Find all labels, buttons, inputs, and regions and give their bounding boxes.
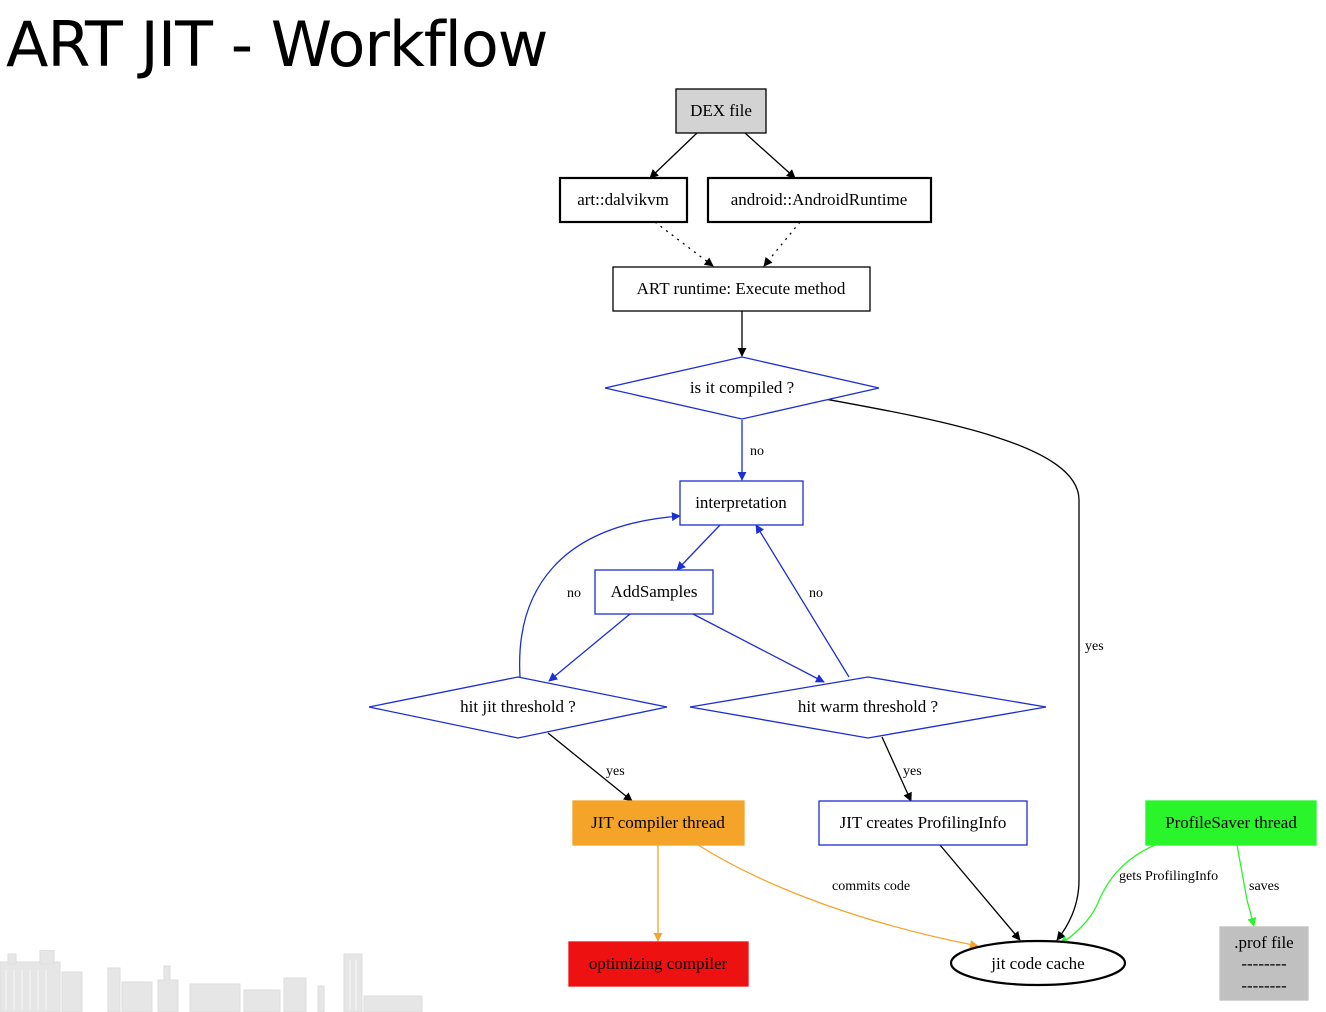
svg-text:art::dalvikvm: art::dalvikvm [577,190,669,209]
node-is-compiled: is it compiled ? [604,356,880,420]
svg-text:JIT creates ProfilingInfo: JIT creates ProfilingInfo [840,813,1007,832]
edge-is-compiled-yes [824,398,1080,941]
node-dalvikvm: art::dalvikvm [558,176,689,224]
node-interpretation: interpretation [679,480,804,526]
edge-commits-code [697,844,979,949]
node-hit-jit-threshold: hit jit threshold ? [368,676,668,739]
node-jit-compiler-thread: JIT compiler thread [572,800,745,846]
label-yes-compiled: yes [1085,639,1104,654]
edge-jit-threshold-yes [547,732,633,802]
node-prof-file: .prof file -------- -------- [1219,926,1309,1001]
svg-text:interpretation: interpretation [695,493,787,512]
svg-text:hit jit threshold ?: hit jit threshold ? [460,697,576,716]
edge-labels: no yes no no yes yes commits code gets P… [567,444,1279,894]
edge-add-samples-to-warm-threshold [692,613,825,683]
edge-warm-threshold-yes [881,736,912,802]
edge-add-samples-to-jit-threshold [548,613,631,682]
label-no-jit: no [567,586,581,601]
label-commits-code: commits code [832,879,910,894]
edge-profiling-info-to-cache [939,844,1021,941]
node-execute-method: ART runtime: Execute method [612,266,871,312]
label-yes-jit: yes [606,764,625,779]
svg-text:ART runtime: Execute method: ART runtime: Execute method [637,279,846,298]
edge-dex-to-android-runtime [744,132,796,179]
node-android-runtime: android::AndroidRuntime [706,176,933,224]
svg-text:DEX file: DEX file [690,101,752,120]
edge-gets-profiling-info [1059,844,1156,945]
edge-saves [1236,844,1257,927]
node-jit-profiling-info: JIT creates ProfilingInfo [818,800,1028,846]
svg-text:is it compiled ?: is it compiled ? [690,378,794,397]
edge-dex-to-dalvikvm [649,132,698,179]
node-jit-code-cache: jit code cache [949,939,1127,987]
edge-dalvikvm-to-execute [654,221,714,267]
label-saves: saves [1249,879,1279,894]
svg-text:--------: -------- [1241,954,1287,973]
svg-text:--------: -------- [1241,976,1287,995]
label-no-compiled: no [750,444,764,459]
slide-title: ART JIT - Workflow [6,8,548,81]
node-dex-file: DEX file [675,88,767,134]
svg-text:.prof file: .prof file [1234,933,1293,952]
label-gets-profiling-info: gets ProfilingInfo [1119,869,1218,884]
svg-text:hit warm threshold ?: hit warm threshold ? [798,697,938,716]
svg-text:optimizing compiler: optimizing compiler [589,954,728,973]
edge-warm-threshold-no [755,524,850,678]
edges [518,132,1257,949]
nodes: DEX file art::dalvikvm android::AndroidR… [368,88,1317,1001]
node-add-samples: AddSamples [594,569,714,615]
label-no-warm: no [809,586,823,601]
node-profile-saver-thread: ProfileSaver thread [1145,800,1317,846]
edge-jit-threshold-no [518,512,681,678]
svg-text:ProfileSaver thread: ProfileSaver thread [1165,813,1297,832]
edge-android-runtime-to-execute [763,221,801,267]
label-yes-warm: yes [903,764,922,779]
svg-text:JIT compiler thread: JIT compiler thread [591,813,725,832]
svg-text:jit code cache: jit code cache [990,954,1084,973]
svg-text:AddSamples: AddSamples [611,582,698,601]
edge-interpretation-to-add-samples [676,524,721,571]
city-skyline-watermark [0,950,423,1012]
svg-text:android::AndroidRuntime: android::AndroidRuntime [731,190,908,209]
node-hit-warm-threshold: hit warm threshold ? [689,676,1047,739]
node-optimizing-compiler: optimizing compiler [568,941,749,987]
